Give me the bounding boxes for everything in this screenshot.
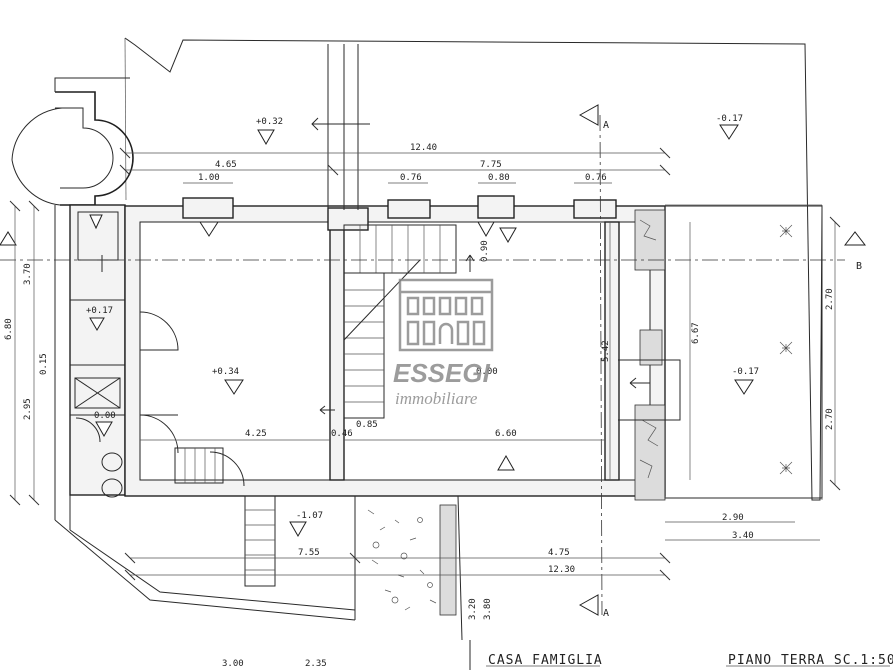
section-markers (0, 104, 867, 616)
service-rooms (69, 204, 126, 498)
section-label-a: A (603, 120, 610, 131)
dim-left-bottom: 2.95 (23, 398, 33, 420)
dim-foot-b: 2.35 (305, 659, 327, 669)
dim-stair-vertical: 0.90 (480, 240, 490, 262)
level-3: +0.17 (86, 306, 113, 316)
dim-window-3: 0.80 (488, 173, 510, 183)
dim-room-vertical: 5.42 (601, 340, 611, 362)
door-swings (139, 311, 245, 487)
stone-masonry (634, 209, 666, 501)
brand-name: ESSEGI (393, 358, 491, 388)
level-2: -0.17 (716, 114, 743, 124)
dim-terrace-total: 3.40 (732, 531, 754, 541)
level-labels: +0.32 -0.17 +0.17 +0.34 0.00 0.00 -0.17 … (86, 114, 759, 521)
dim-inner-right: 6.60 (495, 429, 517, 439)
dim-terrace-bottom: 2.70 (825, 408, 835, 430)
level-1: +0.32 (256, 117, 283, 127)
section-line (0, 114, 845, 616)
dim-foot-a: 3.00 (222, 659, 244, 669)
dim-bottom-left: 7.55 (298, 548, 320, 558)
dim-left-wall: 0.15 (39, 353, 49, 375)
dim-top-total: 12.40 (410, 143, 437, 153)
project-name: CASA FAMIGLIA (488, 653, 603, 668)
gravel-path (354, 495, 463, 641)
dim-right-vertical: 6.67 (691, 322, 701, 344)
dim-stair-b: 3.80 (483, 598, 493, 620)
brand-subtitle: immobiliare (395, 389, 478, 408)
dim-top-right: 7.75 (480, 160, 502, 170)
staircase (343, 224, 457, 419)
flow-arrows (101, 117, 650, 415)
dim-inner-left: 4.25 (245, 429, 267, 439)
level-4: +0.34 (212, 367, 239, 377)
dimension-lines (9, 147, 841, 581)
dim-window-1: 1.00 (198, 173, 220, 183)
brand-watermark: ESSEGI immobiliare (393, 278, 494, 408)
main-building-walls (124, 205, 666, 497)
level-5: 0.00 (476, 367, 498, 377)
terrace (618, 204, 823, 499)
secondary-stair (174, 447, 276, 587)
dim-bottom-right: 4.75 (548, 548, 570, 558)
left-bay-wall (11, 77, 134, 206)
section-label-a-bottom: A (603, 608, 610, 619)
dim-bottom-total: 12.30 (548, 565, 575, 575)
dim-terrace-top: 2.70 (825, 288, 835, 310)
dim-window-4: 0.76 (585, 173, 607, 183)
section-label-b: B (856, 261, 863, 272)
building-logo-icon (398, 278, 494, 352)
dim-terrace-width: 2.90 (722, 513, 744, 523)
level-6: 0.00 (94, 411, 116, 421)
dimension-labels: 12.40 4.65 7.75 1.00 0.76 0.80 0.76 3.70… (4, 143, 835, 669)
sheet-title: PIANO TERRA SC.1:50 (728, 653, 893, 668)
window-bays (182, 195, 617, 231)
dim-window-2: 0.76 (400, 173, 422, 183)
level-7: -0.17 (732, 367, 759, 377)
dim-left-total: 6.80 (4, 318, 14, 340)
dim-inner-mid: 0.85 (356, 420, 378, 430)
level-8: -1.07 (296, 511, 323, 521)
dim-left-top: 3.70 (23, 263, 33, 285)
title-block: CASA FAMIGLIA PIANO TERRA SC.1:50 (469, 640, 893, 670)
dim-top-left: 4.65 (215, 160, 237, 170)
dim-inner-wall: 0.46 (331, 429, 353, 439)
dim-stair-a: 3.20 (468, 598, 478, 620)
central-shaft (327, 44, 359, 210)
